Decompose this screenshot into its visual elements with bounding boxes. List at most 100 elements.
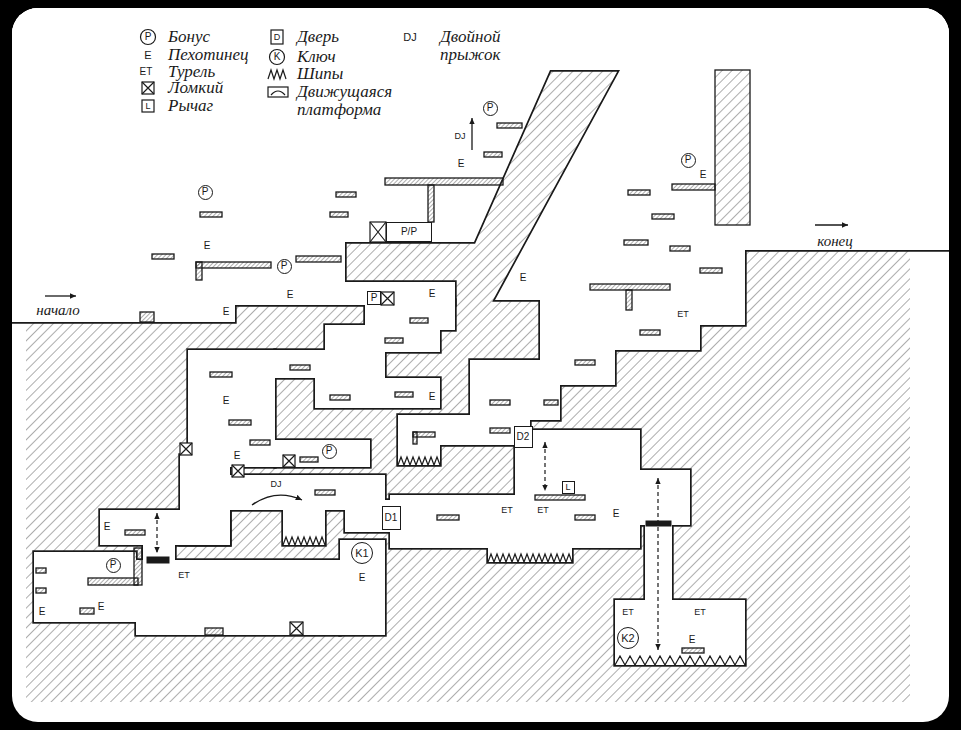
platform-path <box>156 513 157 553</box>
start-arrow <box>45 295 76 296</box>
platform <box>575 515 595 520</box>
symbol-circle: K2 <box>617 627 639 649</box>
legend-text: Движущаяся платформа <box>297 83 412 119</box>
double-jump-arrow <box>252 495 302 505</box>
breakable-block <box>370 222 386 242</box>
end-arrow <box>815 224 848 225</box>
route-label: начало <box>36 303 80 318</box>
map-marker: DJ <box>455 132 466 141</box>
map-marker: E <box>223 396 230 406</box>
platform <box>700 268 722 273</box>
symbol-letter: L <box>565 483 570 492</box>
symbol-letter: P <box>110 560 117 570</box>
symbol-box: P/P <box>386 222 432 242</box>
map-marker: E <box>429 289 436 299</box>
platform-post <box>626 290 632 310</box>
platform <box>330 212 348 217</box>
platform <box>210 372 232 377</box>
platform <box>395 392 413 397</box>
platform <box>250 440 270 445</box>
symbol-letter: P <box>326 446 333 456</box>
platform-paths <box>157 442 658 650</box>
spike-row <box>488 554 572 562</box>
spike-row <box>398 457 440 465</box>
map-marker: E <box>234 451 241 461</box>
map-marker: E <box>613 509 620 519</box>
legend-text: Шипы <box>297 65 343 83</box>
platform <box>336 192 356 197</box>
platform <box>296 256 341 262</box>
map-marker: E <box>429 392 436 402</box>
symbol-box: D2 <box>514 426 533 448</box>
symbol-letter: D1 <box>385 513 398 523</box>
platform-post <box>428 185 434 222</box>
symbol-letter: P <box>487 103 494 113</box>
map-marker: E <box>689 635 696 645</box>
map-marker: E <box>204 241 211 251</box>
legend-text: Ключ <box>297 48 336 66</box>
cave-outline <box>12 8 949 665</box>
platform <box>628 190 650 195</box>
platform <box>196 262 271 268</box>
platform <box>672 184 715 190</box>
symbol-box: D1 <box>382 506 401 530</box>
platform-path <box>544 442 545 491</box>
legend-lever-box <box>142 100 154 112</box>
platform <box>229 420 251 425</box>
spikes <box>268 70 745 665</box>
platform <box>590 284 670 290</box>
symbol-letter: D2 <box>517 432 530 442</box>
breakable-block <box>283 455 295 467</box>
platform <box>88 578 138 585</box>
lift-platform <box>535 495 585 500</box>
legend-moving-platform <box>268 87 288 97</box>
symbol-letter: P <box>202 187 209 197</box>
double-jump-arrow <box>471 118 472 150</box>
symbol-box: P <box>367 291 381 305</box>
platform <box>315 490 335 495</box>
legend-text: Дверь <box>297 28 339 46</box>
legend-text: Ломкий <box>168 79 223 97</box>
map-marker: DJ <box>403 32 416 43</box>
legend-text: Бонус <box>168 28 210 46</box>
map-marker: E <box>39 607 46 617</box>
platform <box>682 648 704 653</box>
symbol-letter: P <box>281 261 288 271</box>
breakable-block <box>180 443 192 455</box>
legend-bonus-circle <box>141 30 156 45</box>
arrows <box>45 118 848 505</box>
symbol-circle: P <box>277 259 292 274</box>
legend-text: Пехотинец <box>168 46 248 64</box>
symbol-letter: P <box>685 155 692 165</box>
platform <box>437 515 459 520</box>
moving-platforms <box>147 521 671 563</box>
platform <box>385 178 503 185</box>
breakable-block <box>381 292 394 305</box>
symbol-circle: P <box>483 101 498 116</box>
map-marker: ET <box>622 608 634 617</box>
legend-samples <box>141 30 289 113</box>
legend-key-circle <box>270 50 285 65</box>
map-marker: L <box>145 102 150 111</box>
ground-bump <box>140 312 154 322</box>
legend-door-box <box>271 30 283 44</box>
map-marker: E <box>520 273 527 283</box>
platform <box>125 530 145 535</box>
platforms <box>36 70 750 653</box>
platform <box>652 214 674 219</box>
map-marker: E <box>359 573 366 583</box>
map-marker: ET <box>677 310 689 319</box>
ground-bump <box>205 628 223 635</box>
platform <box>640 330 660 335</box>
symbol-circle: P <box>681 153 696 168</box>
legend-spikes <box>268 70 286 79</box>
platform <box>80 608 94 614</box>
symbol-letter: K2 <box>621 633 634 644</box>
map-marker: E <box>144 50 151 61</box>
symbol-circle: P <box>106 558 121 573</box>
breakable-block <box>232 465 244 477</box>
terrain <box>12 8 949 702</box>
platform <box>624 240 648 245</box>
